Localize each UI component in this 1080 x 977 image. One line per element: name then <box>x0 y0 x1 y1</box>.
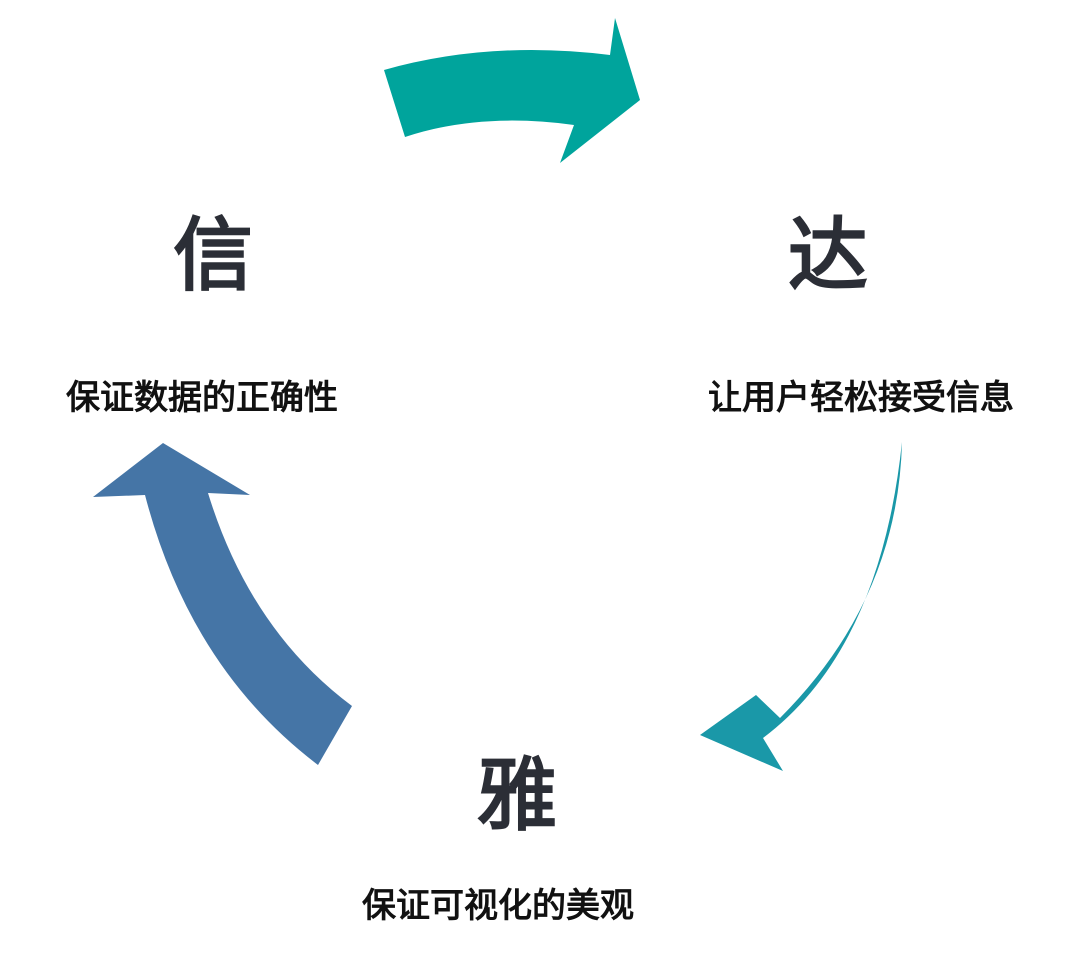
arrow-top-icon <box>384 18 640 163</box>
node-da-description: 让用户轻松接受信息 <box>708 378 1014 418</box>
arrow-left-icon <box>93 443 352 765</box>
node-xin-description: 保证数据的正确性 <box>66 378 338 418</box>
node-ya-description: 保证可视化的美观 <box>362 886 634 926</box>
node-ya-title: 雅 <box>477 749 557 842</box>
node-xin-title: 信 <box>173 209 253 302</box>
node-da-title: 达 <box>788 209 868 302</box>
arrow-right-icon <box>700 440 902 771</box>
